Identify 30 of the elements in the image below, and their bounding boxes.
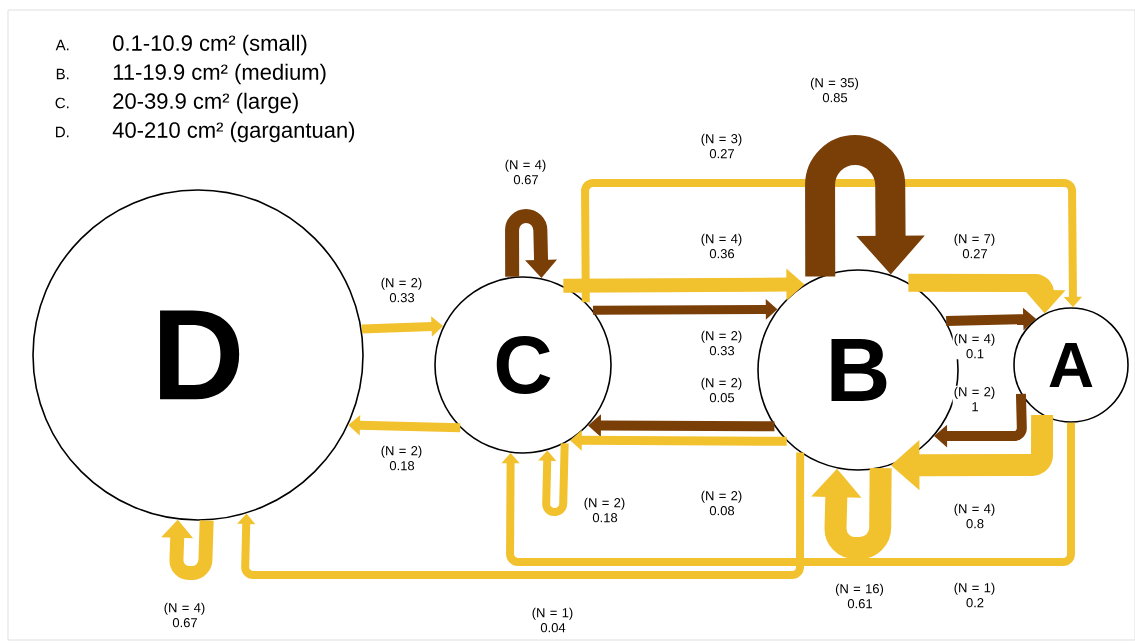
- edge-label: (N = 1) 0.2: [952, 581, 998, 609]
- circle-node: D: [32, 189, 364, 521]
- edge-label: (N = 4) 0.67: [162, 601, 208, 629]
- edge-label: (N = 4) 0.8: [952, 502, 998, 530]
- edge-label: (N = 4) 0.67: [503, 158, 549, 186]
- edge-label: (N = 2) 0.08: [699, 489, 745, 517]
- legend-text: 20-39.9 cm² (large): [113, 92, 298, 114]
- edge-label: (N = 16) 0.61: [834, 582, 886, 610]
- legend-text: 40-210 cm² (gargantuan): [112, 121, 355, 143]
- edge-label: (N = 3) 0.27: [699, 132, 745, 160]
- circle-node: C: [434, 276, 612, 454]
- list-marker: C.: [55, 97, 69, 109]
- list-marker: B.: [56, 68, 69, 80]
- arrow: [805, 135, 925, 277]
- edge-label: (N = 4) 0.36: [699, 232, 745, 260]
- edge-label: (N = 2) 0.18: [582, 496, 628, 524]
- edge-label: (N = 2) 1: [952, 385, 998, 413]
- edge-label: (N = 2) 0.33: [379, 276, 425, 304]
- list-marker: A.: [55, 39, 69, 51]
- legend-text: 11-19.9 cm² (medium): [113, 63, 326, 85]
- edge-label: (N = 2) 0.33: [699, 329, 745, 357]
- edge-label: (N = 2) 0.18: [379, 444, 425, 472]
- list-marker: D.: [56, 126, 69, 138]
- circle-node: A: [1013, 307, 1129, 423]
- edge-label: (N = 4) 0.1: [952, 332, 998, 360]
- edge-label: (N = 1) 0.04: [530, 606, 576, 634]
- legend-text: 0.1-10.9 cm² (small): [113, 34, 307, 56]
- edge-label: (N = 2) 0.05: [699, 376, 745, 404]
- edge-label: (N = 7) 0.27: [952, 232, 998, 260]
- edge-label: (N = 35) 0.85: [809, 76, 861, 104]
